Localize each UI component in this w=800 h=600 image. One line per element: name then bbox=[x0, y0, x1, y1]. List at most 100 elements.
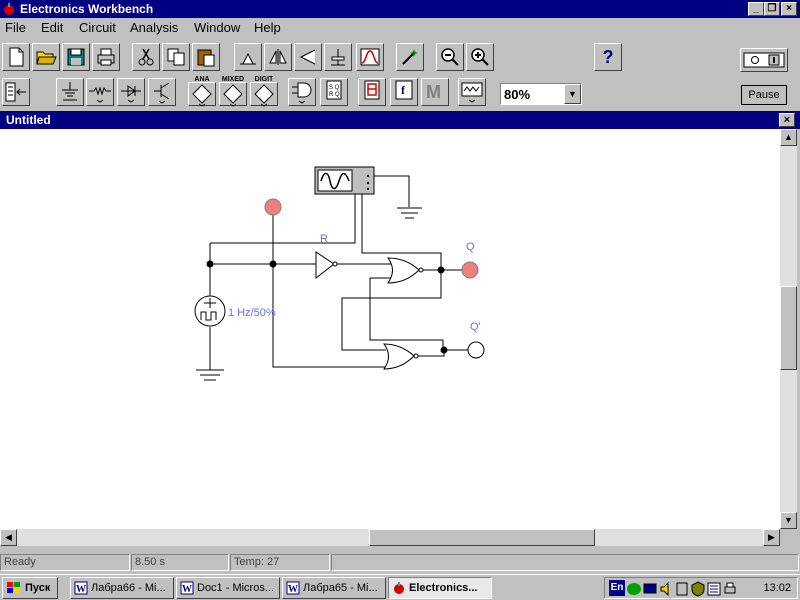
q-output-probe[interactable]: Q bbox=[461, 241, 479, 279]
function-icon: f bbox=[395, 80, 413, 100]
scroll-left-arrow-icon[interactable]: ◀ bbox=[0, 529, 17, 546]
controls-bin-button[interactable]: f bbox=[390, 78, 418, 106]
transistor-icon bbox=[154, 82, 170, 104]
document-close-button[interactable]: × bbox=[779, 113, 795, 127]
oscilloscope[interactable] bbox=[314, 166, 375, 195]
miscellaneous-bin-button[interactable]: M bbox=[421, 78, 449, 106]
task-button-3[interactable]: W Лабра65 - Mi... bbox=[282, 577, 386, 599]
save-button[interactable] bbox=[62, 43, 90, 71]
svg-text:M: M bbox=[426, 82, 441, 102]
pause-button[interactable]: Pause bbox=[741, 85, 787, 105]
svg-text:W: W bbox=[182, 584, 192, 595]
shield-icon[interactable] bbox=[691, 581, 705, 597]
diode-icon bbox=[121, 85, 141, 103]
menu-help[interactable]: Help bbox=[254, 20, 281, 35]
display-icon[interactable] bbox=[643, 581, 657, 597]
nor-gate-2[interactable] bbox=[383, 343, 419, 370]
chevron-down-icon[interactable]: ▼ bbox=[564, 84, 581, 104]
task-button-2[interactable]: W Doc1 - Micros... bbox=[176, 577, 280, 599]
language-indicator[interactable]: En bbox=[609, 580, 625, 596]
cut-button[interactable] bbox=[132, 43, 160, 71]
zoom-out-button[interactable] bbox=[436, 43, 464, 71]
open-file-button[interactable] bbox=[32, 43, 60, 71]
print-button[interactable] bbox=[92, 43, 120, 71]
copy-button[interactable] bbox=[162, 43, 190, 71]
restore-button[interactable]: ❐ bbox=[764, 2, 780, 16]
open-folder-icon bbox=[36, 51, 57, 65]
word-icon: W bbox=[74, 581, 88, 595]
seven-segment-icon bbox=[364, 80, 380, 100]
nor-gate-1[interactable] bbox=[387, 257, 424, 284]
document-title-bar[interactable]: Untitled bbox=[0, 111, 800, 129]
scroll-corner bbox=[780, 529, 797, 546]
circuit-canvas[interactable]: 1 Hz/50% R Q Q' bbox=[0, 129, 780, 529]
new-file-icon bbox=[9, 47, 24, 67]
wires bbox=[209, 175, 468, 370]
menu-edit[interactable]: Edit bbox=[41, 20, 64, 35]
indicators-bin-button[interactable] bbox=[358, 78, 386, 106]
zip-icon[interactable] bbox=[627, 581, 641, 597]
diodes-bin-button[interactable] bbox=[117, 78, 145, 106]
basic-bin-button[interactable] bbox=[86, 78, 114, 106]
menu-circuit[interactable]: Circuit bbox=[79, 20, 116, 35]
vertical-scrollbar[interactable]: ▲ ▼ bbox=[780, 129, 797, 529]
instruments-bin-button[interactable] bbox=[458, 78, 486, 106]
ana-label: ANA bbox=[194, 76, 210, 83]
horizontal-scrollbar[interactable]: ◀ ▶ bbox=[0, 529, 780, 546]
component-properties-button[interactable] bbox=[324, 43, 352, 71]
and-gate-icon bbox=[292, 82, 312, 104]
flip-vertical-button[interactable] bbox=[294, 43, 322, 71]
transistors-bin-button[interactable] bbox=[148, 78, 176, 106]
minimize-button[interactable]: _ bbox=[748, 2, 764, 16]
app-title-bar[interactable]: Electronics Workbench _ ❐ × bbox=[0, 0, 800, 18]
menu-window[interactable]: Window bbox=[194, 20, 241, 35]
start-button[interactable]: Пуск bbox=[2, 577, 58, 599]
help-button[interactable]: ? bbox=[594, 43, 622, 71]
sources-bin-button[interactable] bbox=[56, 78, 84, 106]
logic-gates-bin-button[interactable] bbox=[288, 78, 316, 106]
floppy-disk-icon bbox=[67, 48, 85, 66]
mixed-ics-bin-button[interactable] bbox=[219, 82, 247, 107]
probe-input-indicator[interactable] bbox=[264, 198, 282, 216]
menu-file[interactable]: File bbox=[5, 20, 26, 35]
clock-source[interactable]: 1 Hz/50% bbox=[194, 295, 276, 327]
paste-button[interactable] bbox=[192, 43, 220, 71]
power-switch[interactable] bbox=[740, 48, 788, 72]
digital-ics-bin-button[interactable] bbox=[250, 82, 278, 107]
copy-icon bbox=[167, 48, 185, 66]
scroll-up-arrow-icon[interactable]: ▲ bbox=[780, 129, 797, 146]
network-icon[interactable] bbox=[675, 581, 689, 597]
circuit-schematic: 1 Hz/50% R Q Q' bbox=[194, 166, 485, 381]
menu-analysis[interactable]: Analysis bbox=[130, 20, 179, 35]
scheduler-icon[interactable] bbox=[707, 581, 721, 597]
qbar-output-probe[interactable]: Q' bbox=[467, 321, 485, 359]
rotate-button[interactable] bbox=[234, 43, 262, 71]
taskbar: Пуск W Лабра66 - Mi... W Doc1 - Micros..… bbox=[0, 574, 800, 600]
horizontal-scroll-thumb[interactable] bbox=[369, 529, 595, 546]
scroll-down-arrow-icon[interactable]: ▼ bbox=[780, 512, 797, 529]
vertical-scroll-thumb[interactable] bbox=[780, 286, 797, 370]
r-label: R bbox=[320, 233, 328, 245]
zoom-select[interactable]: 80% ▼ bbox=[500, 83, 582, 105]
buffer-r[interactable]: R bbox=[315, 233, 338, 280]
bode-plot-button[interactable] bbox=[356, 43, 384, 71]
scroll-right-arrow-icon[interactable]: ▶ bbox=[763, 529, 780, 546]
analog-ics-bin-button[interactable] bbox=[188, 82, 216, 107]
close-button[interactable]: × bbox=[781, 2, 797, 16]
new-file-button[interactable] bbox=[2, 43, 30, 71]
create-subcircuit-button[interactable] bbox=[396, 43, 424, 71]
svg-text:W: W bbox=[76, 584, 86, 595]
mixed-ic-icon bbox=[223, 84, 243, 107]
speaker-icon[interactable] bbox=[659, 581, 673, 597]
zoom-in-icon bbox=[471, 48, 489, 66]
zoom-in-button[interactable] bbox=[466, 43, 494, 71]
flip-horizontal-button[interactable] bbox=[264, 43, 292, 71]
printer-tray-icon[interactable] bbox=[723, 581, 737, 597]
task-button-1[interactable]: W Лабра66 - Mi... bbox=[70, 577, 174, 599]
q-label: Q bbox=[466, 241, 475, 253]
favorites-bin-button[interactable] bbox=[2, 78, 30, 106]
task-button-4[interactable]: Electronics... bbox=[388, 577, 492, 599]
junctions bbox=[206, 260, 448, 354]
